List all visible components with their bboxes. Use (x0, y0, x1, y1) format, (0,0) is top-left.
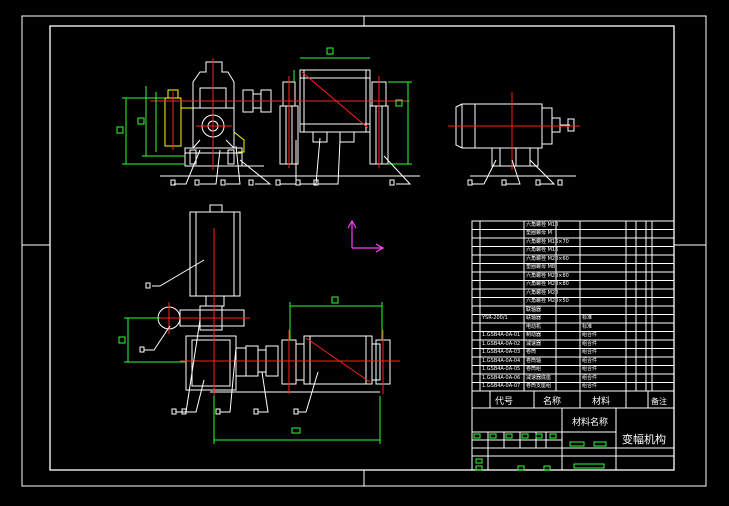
bom-row-code: 1.GSB4A-0A-07 (482, 383, 521, 389)
bom-row-name: 联轴器 (526, 306, 542, 313)
bom-row-name: 六角螺栓 M20 (526, 289, 559, 296)
bom-row-name: 制动器 (526, 332, 542, 338)
bom-row-name: 卷筒轴 (526, 357, 542, 364)
title-block[interactable] (471, 390, 675, 471)
bom-row-code: 1.GSB4A-0A-04 (482, 357, 521, 364)
front-view-centerlines (150, 58, 410, 170)
bom-row-note: 组合件 (582, 374, 598, 381)
bom-row-note: 组合件 (582, 383, 598, 389)
bom-row-name: 减速器底座 (526, 374, 552, 381)
plan-view-dimensions (118, 296, 383, 444)
bom-row-name: 电动机 (526, 323, 542, 330)
bom-row-name: 六角螺栓 M16×70 (526, 238, 569, 245)
bom-row-code: 1.GSB4A-0A-03 (482, 349, 521, 355)
ucs-icon (347, 219, 385, 253)
bom-row-name: 六角螺栓 M20×50 (526, 298, 569, 304)
bom-row-name: 减速器 (526, 340, 542, 347)
bom-row-name: 卷筒组 (526, 366, 542, 372)
bom-row-name: 六角螺栓 M20×60 (526, 255, 569, 262)
bom-row-code: 1.GSB4A-0A-02 (482, 340, 521, 347)
col-name-label: 名称 (543, 397, 562, 407)
front-view-dimensions (116, 47, 412, 165)
bom-row-note: 组合件 (582, 366, 598, 372)
bom-row-name: 六角螺栓 M20×80 (526, 272, 569, 279)
bom-row-note: 组合件 (582, 357, 598, 364)
col-code-label: 代号 (495, 397, 514, 407)
plan-view-centerlines (150, 228, 400, 400)
bom-row-note: 组合件 (582, 340, 598, 347)
bom-row-code: 1.GSB4A-0A-06 (482, 374, 521, 381)
front-view-leaders (170, 137, 412, 186)
bom-row-name: 卷筒支座组 (526, 383, 552, 389)
bom-row-name: 垫圈螺母 M (526, 230, 552, 236)
bom-row-code: 1.GSB4A-0A-01 (482, 332, 521, 338)
bom-row-name: 六角螺栓 M10 (526, 221, 559, 228)
front-view[interactable] (160, 61, 420, 177)
side-view-leaders (467, 159, 563, 186)
bom-row-name: 六角螺栓 M20×80 (526, 281, 569, 287)
bom-row-name: 垫圈螺母 M8 (526, 264, 556, 270)
side-view[interactable] (455, 103, 576, 177)
bom-row-note: 组合件 (582, 349, 598, 355)
side-view-centerlines (448, 92, 580, 170)
bom-row-name: 六角螺栓 M16 (526, 247, 559, 253)
bom-row-code: YSR-200/1 (482, 315, 508, 321)
material-name-label: 材料名称 (572, 418, 609, 428)
plan-view[interactable] (157, 204, 391, 393)
bom-row-name: 卷筒 (526, 349, 537, 355)
bom-row-note: 标准 (582, 323, 593, 330)
col-remark-label: 备注 (651, 397, 667, 406)
bom-row-note: 组合件 (582, 332, 598, 338)
bom-table[interactable] (471, 220, 675, 392)
drawing-title: 变幅机构 (622, 433, 666, 446)
bom-row-name: 联轴器 (526, 315, 542, 321)
plan-view-leaders (139, 259, 319, 415)
col-material-label: 材料 (592, 397, 611, 407)
centering-marks (22, 16, 706, 486)
bom-row-code: 1.GSB4A-0A-05 (482, 366, 521, 372)
bom-row-note: 标准 (582, 315, 593, 321)
title-block-green-marks (473, 433, 607, 471)
